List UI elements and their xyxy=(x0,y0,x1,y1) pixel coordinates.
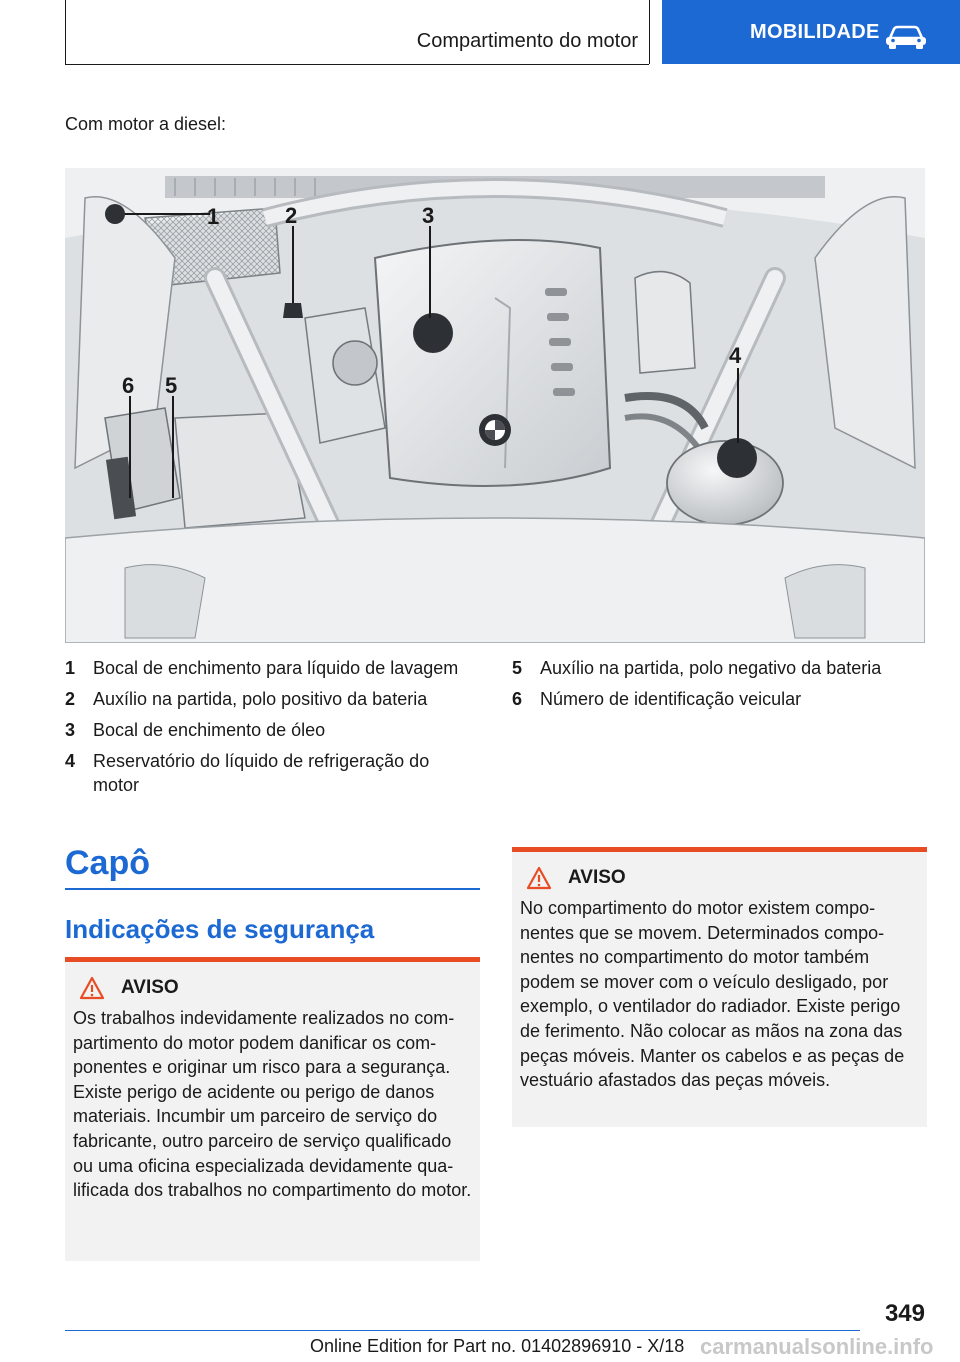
legend-number: 2 xyxy=(65,689,76,709)
warning-header: AVISO xyxy=(73,976,472,1000)
legend-left: 1 Bocal de enchimento para líquido de lav… xyxy=(65,656,480,804)
legend-text: Número de identificação veicular xyxy=(540,689,802,709)
callout-6: 6 xyxy=(122,373,134,398)
positive-terminal xyxy=(283,303,303,318)
car-icon xyxy=(886,25,926,49)
header-chapter-tab[interactable]: MOBILIDADE xyxy=(662,0,960,64)
legend-number: 4 xyxy=(65,751,76,771)
intro-text: Com motor a diesel: xyxy=(65,114,227,134)
engine-compartment-illustration: 1 2 3 4 5 6 xyxy=(65,168,925,643)
legend-right: 5 Auxílio na partida, polo negativo da ba… xyxy=(512,656,927,718)
legend-number: 5 xyxy=(512,658,523,678)
callout-2: 2 xyxy=(285,203,297,228)
warning-triangle-icon xyxy=(526,866,552,890)
chapter-tab-label: MOBILIDADE xyxy=(750,20,880,43)
legend-text: Reservatório do líquido de refrigeração … xyxy=(93,751,430,795)
legend-text: Bocal de enchimento para líquido de lava… xyxy=(93,658,459,678)
warning-title: AVISO xyxy=(121,977,179,998)
warning-box-left: AVISO Os trabalhos indevidamente realiza… xyxy=(65,957,480,1261)
callout-3: 3 xyxy=(422,203,434,228)
warning-title: AVISO xyxy=(568,867,626,888)
legend-number: 3 xyxy=(65,720,76,740)
legend-item: 5 Auxílio na partida, polo negativo da ba… xyxy=(512,656,927,680)
legend-item: 3 Bocal de enchimento de óleo xyxy=(65,718,480,742)
subsection-heading: Indicações de segurança xyxy=(65,914,375,944)
header-left-rule xyxy=(65,0,66,64)
warning-triangle-icon xyxy=(79,976,105,1000)
header-bottom-rule xyxy=(65,64,649,65)
legend-text: Auxílio na partida, polo negativo da bat… xyxy=(540,658,882,678)
warning-body: Os trabalhos indevidamente realizados no… xyxy=(73,1008,472,1201)
footer-watermark: carmanualsonline.info xyxy=(700,1334,934,1359)
legend-number: 1 xyxy=(65,658,76,678)
engine-drawing: 1 2 3 4 5 6 xyxy=(65,168,925,643)
warning-header: AVISO xyxy=(520,866,919,890)
page-number: 349 xyxy=(884,1300,925,1327)
legend-item: 2 Auxílio na partida, polo positivo da ba… xyxy=(65,687,480,711)
legend-item: 4 Reservatório do líquido de refrigeração… xyxy=(65,749,480,797)
legend-item: 6 Número de identificação veicular xyxy=(512,687,927,711)
legend-number: 6 xyxy=(512,689,523,709)
header-right-rule xyxy=(649,0,650,64)
warning-body: No compartimento do motor existem compo-… xyxy=(520,898,905,1091)
callout-5: 5 xyxy=(165,373,177,398)
section-heading: Capô xyxy=(65,844,150,882)
callout-1: 1 xyxy=(207,204,219,229)
footer-edition: Online Edition for Part no. 01402896910 … xyxy=(310,1336,685,1356)
legend-item: 1 Bocal de enchimento para líquido de lav… xyxy=(65,656,480,680)
callout-4: 4 xyxy=(729,343,742,368)
legend-text: Bocal de enchimento de óleo xyxy=(93,720,326,740)
warning-box-right: AVISO No compartimento do motor existem … xyxy=(512,847,927,1127)
header-section-title: Compartimento do motor xyxy=(416,30,638,52)
section-heading-rule xyxy=(65,888,480,890)
footer-rule xyxy=(65,1330,860,1331)
washer-fluid-cap xyxy=(105,204,125,224)
legend-text: Auxílio na partida, polo positivo da bat… xyxy=(93,689,428,709)
